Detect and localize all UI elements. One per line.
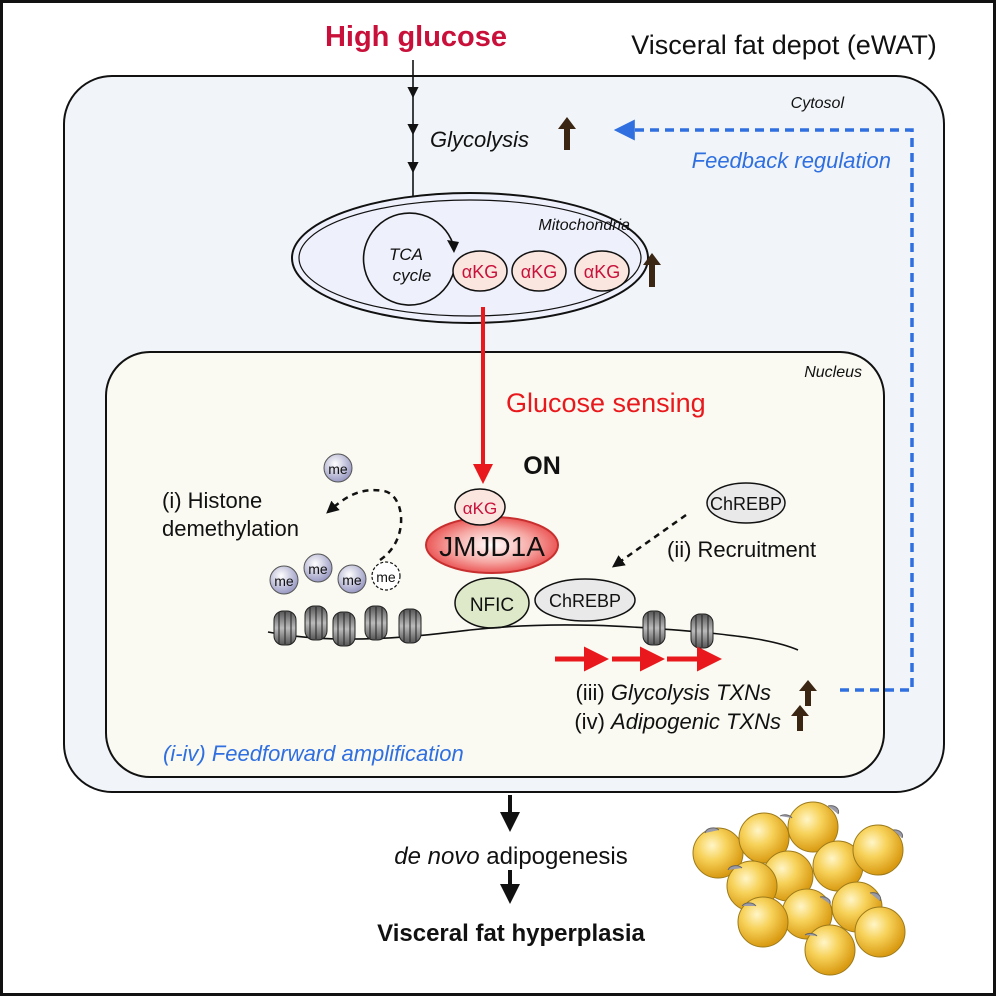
chrebp-free-shape <box>706 482 786 524</box>
akg-bound-shape <box>454 488 506 526</box>
histone-label-1: (i) Histone <box>162 488 262 513</box>
on-label: ON <box>523 452 561 480</box>
recruitment-arrow <box>611 513 687 568</box>
depot-label: Visceral fat depot (eWAT) <box>631 30 937 60</box>
nucleus-label: Nucleus <box>804 364 862 381</box>
demethylation-arrow <box>326 488 403 562</box>
me-mark-removed <box>371 561 401 591</box>
nucleosome-3 <box>332 611 356 647</box>
recruitment-label: (ii) Recruitment <box>667 537 816 562</box>
feedback-arrow <box>613 119 914 692</box>
nfic-label: NFIC <box>470 595 514 616</box>
nucleosome-6 <box>642 610 666 646</box>
glycolysis-label: Glycolysis <box>430 127 529 152</box>
txn-iv-label: (iv) Adipogenic TXNs <box>574 709 781 734</box>
chrebp-bound-label: ChREBP <box>549 591 621 611</box>
feedforward-label: (i-iv) Feedforward amplification <box>163 741 464 766</box>
jmjd1a-label: JMJD1A <box>439 531 545 562</box>
me-label-free: me <box>328 461 348 477</box>
outcome-label: Visceral fat hyperplasia <box>377 920 645 947</box>
tca-label-2: cycle <box>393 266 432 285</box>
me-free <box>323 453 353 483</box>
mitochondria-label: Mitochondria <box>538 217 630 234</box>
me-label-3: me <box>342 572 362 588</box>
denovo-label: de novo adipogenesis <box>394 843 628 870</box>
nucleosome-2 <box>304 605 328 641</box>
tca-cycle-circle <box>362 212 456 306</box>
me-mark-1 <box>269 565 299 595</box>
akg-label-3: αKG <box>584 262 620 282</box>
high-glucose-label: High glucose <box>325 21 507 53</box>
txn-iii-label: (iii) Glycolysis TXNs <box>575 680 771 705</box>
me-label-removed: me <box>376 569 396 585</box>
chrebp-free-label: ChREBP <box>710 494 782 514</box>
akg-label-1: αKG <box>462 262 498 282</box>
akg-label-2: αKG <box>521 262 557 282</box>
nucleosome-1 <box>273 610 297 646</box>
me-label-1: me <box>274 573 294 589</box>
glycolysis-up-arrow-icon <box>558 117 576 150</box>
glucose-sensing-label: Glucose sensing <box>506 388 706 418</box>
cytosol-label: Cytosol <box>791 95 845 112</box>
histone-label-2: demethylation <box>162 516 299 541</box>
akg-bound-label: αKG <box>463 499 497 518</box>
txn-iii-up-arrow-icon <box>799 680 817 706</box>
nucleosome-5 <box>398 608 422 644</box>
txn-iv-up-arrow-icon <box>791 705 809 731</box>
me-label-2: me <box>308 561 328 577</box>
me-mark-2 <box>303 553 333 583</box>
nucleosome-4 <box>364 605 388 641</box>
chrebp-bound-shape <box>534 578 636 622</box>
nucleosome-7 <box>690 613 714 649</box>
tca-label-1: TCA <box>389 245 423 264</box>
tca-arrowhead-icon <box>447 240 459 253</box>
feedback-label: Feedback regulation <box>692 148 891 173</box>
fat-cell-cluster <box>692 801 906 976</box>
me-mark-3 <box>337 564 367 594</box>
akg-up-arrow-icon <box>643 253 661 287</box>
akg-pool <box>452 250 630 292</box>
